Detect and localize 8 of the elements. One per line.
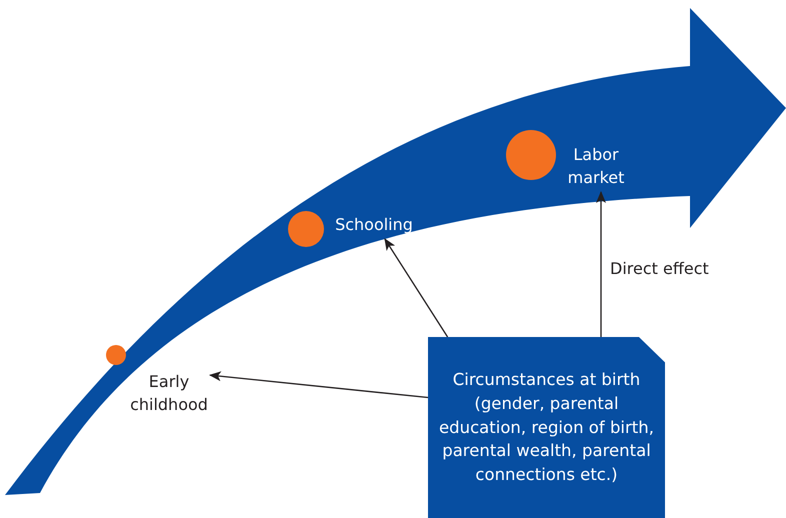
panel-text: Circumstances at birth (gender, parental education, region of birth, parental wealth, parental connections etc.) xyxy=(438,368,655,486)
arrow xyxy=(209,371,428,398)
arrow xyxy=(596,191,606,337)
stage-label: Labor market xyxy=(566,144,626,189)
arrow xyxy=(384,238,448,338)
stage-label: Early childhood xyxy=(129,370,209,416)
info-panel xyxy=(428,337,665,518)
stage-label: Schooling xyxy=(335,214,413,236)
